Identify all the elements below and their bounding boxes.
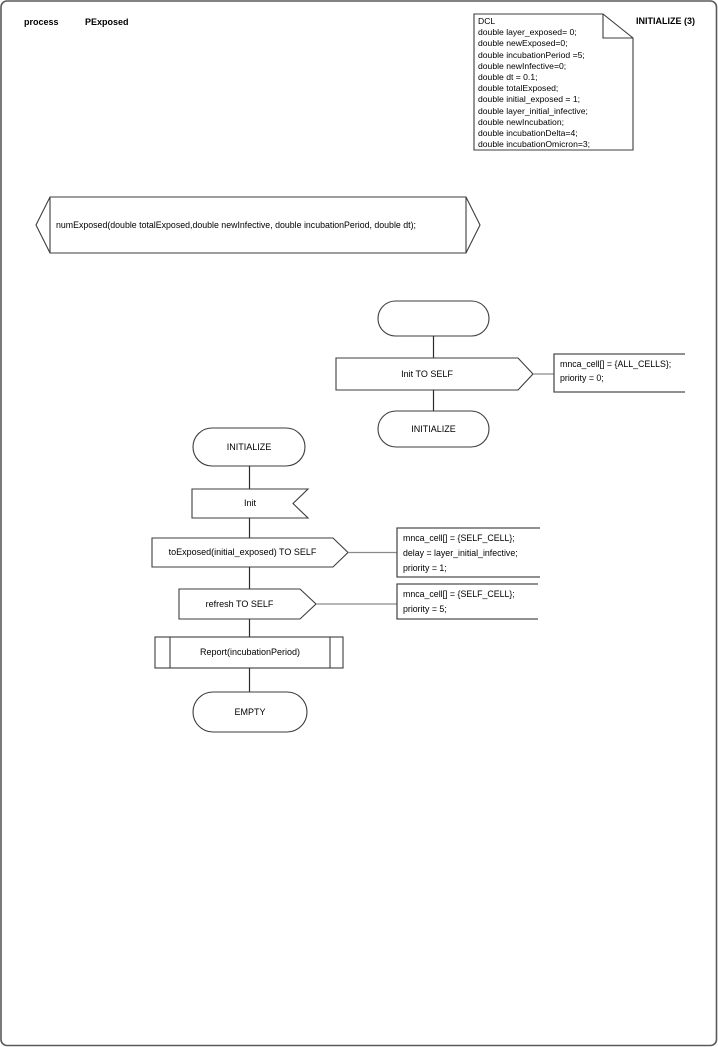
output-toexposed-label: toExposed(initial_exposed) TO SELF — [168, 547, 317, 557]
output-symbol-toexposed[interactable] — [151, 537, 349, 568]
comment-toexposed-text: mnca_cell[] = {SELF_CELL}; delay = layer… — [403, 533, 518, 573]
comment-init-text: mnca_cell[] = {ALL_CELLS}; priority = 0; — [560, 359, 672, 383]
comment-symbol-toexposed[interactable] — [396, 527, 540, 578]
start-symbol[interactable] — [377, 300, 490, 337]
dcl-declarations-text: DCL double layer_exposed= 0; double newE… — [478, 16, 591, 150]
input-init-label: Init — [243, 498, 256, 508]
procedure-call-report-label: Report(incubationPeriod) — [199, 647, 301, 657]
dcl-text-symbol[interactable] — [473, 13, 634, 151]
procedure-declaration-text: numExposed(double totalExposed,double ne… — [56, 219, 416, 230]
input-symbol-init[interactable] — [191, 488, 310, 519]
procedure-call-symbol-bars — [169, 637, 331, 668]
procedure-declaration-symbol-chords — [49, 197, 467, 253]
state-symbol-initialize-next[interactable] — [377, 410, 490, 448]
process-kind-label: process — [24, 17, 59, 27]
process-name: PExposed — [85, 17, 129, 27]
output-refresh-label: refresh TO SELF — [205, 598, 274, 609]
comment-symbol-init[interactable] — [553, 353, 685, 393]
page-label: INITIALIZE (3) — [636, 16, 695, 26]
output-symbol-refresh[interactable] — [178, 588, 317, 620]
dcl-text-symbol-fold — [602, 14, 633, 39]
state-initialize-next-label: INITIALIZE — [411, 423, 456, 434]
state-initialize-label: INITIALIZE — [226, 441, 272, 452]
state-empty-label: EMPTY — [234, 706, 266, 717]
output-symbol-init[interactable] — [335, 357, 534, 391]
state-symbol-empty[interactable] — [192, 691, 308, 733]
comment-symbol-refresh[interactable] — [396, 583, 538, 620]
procedure-call-symbol-report[interactable] — [154, 636, 344, 669]
output-init-label: Init TO SELF — [401, 368, 453, 379]
comment-refresh-text: mnca_cell[] = {SELF_CELL}; priority = 5; — [403, 589, 515, 614]
